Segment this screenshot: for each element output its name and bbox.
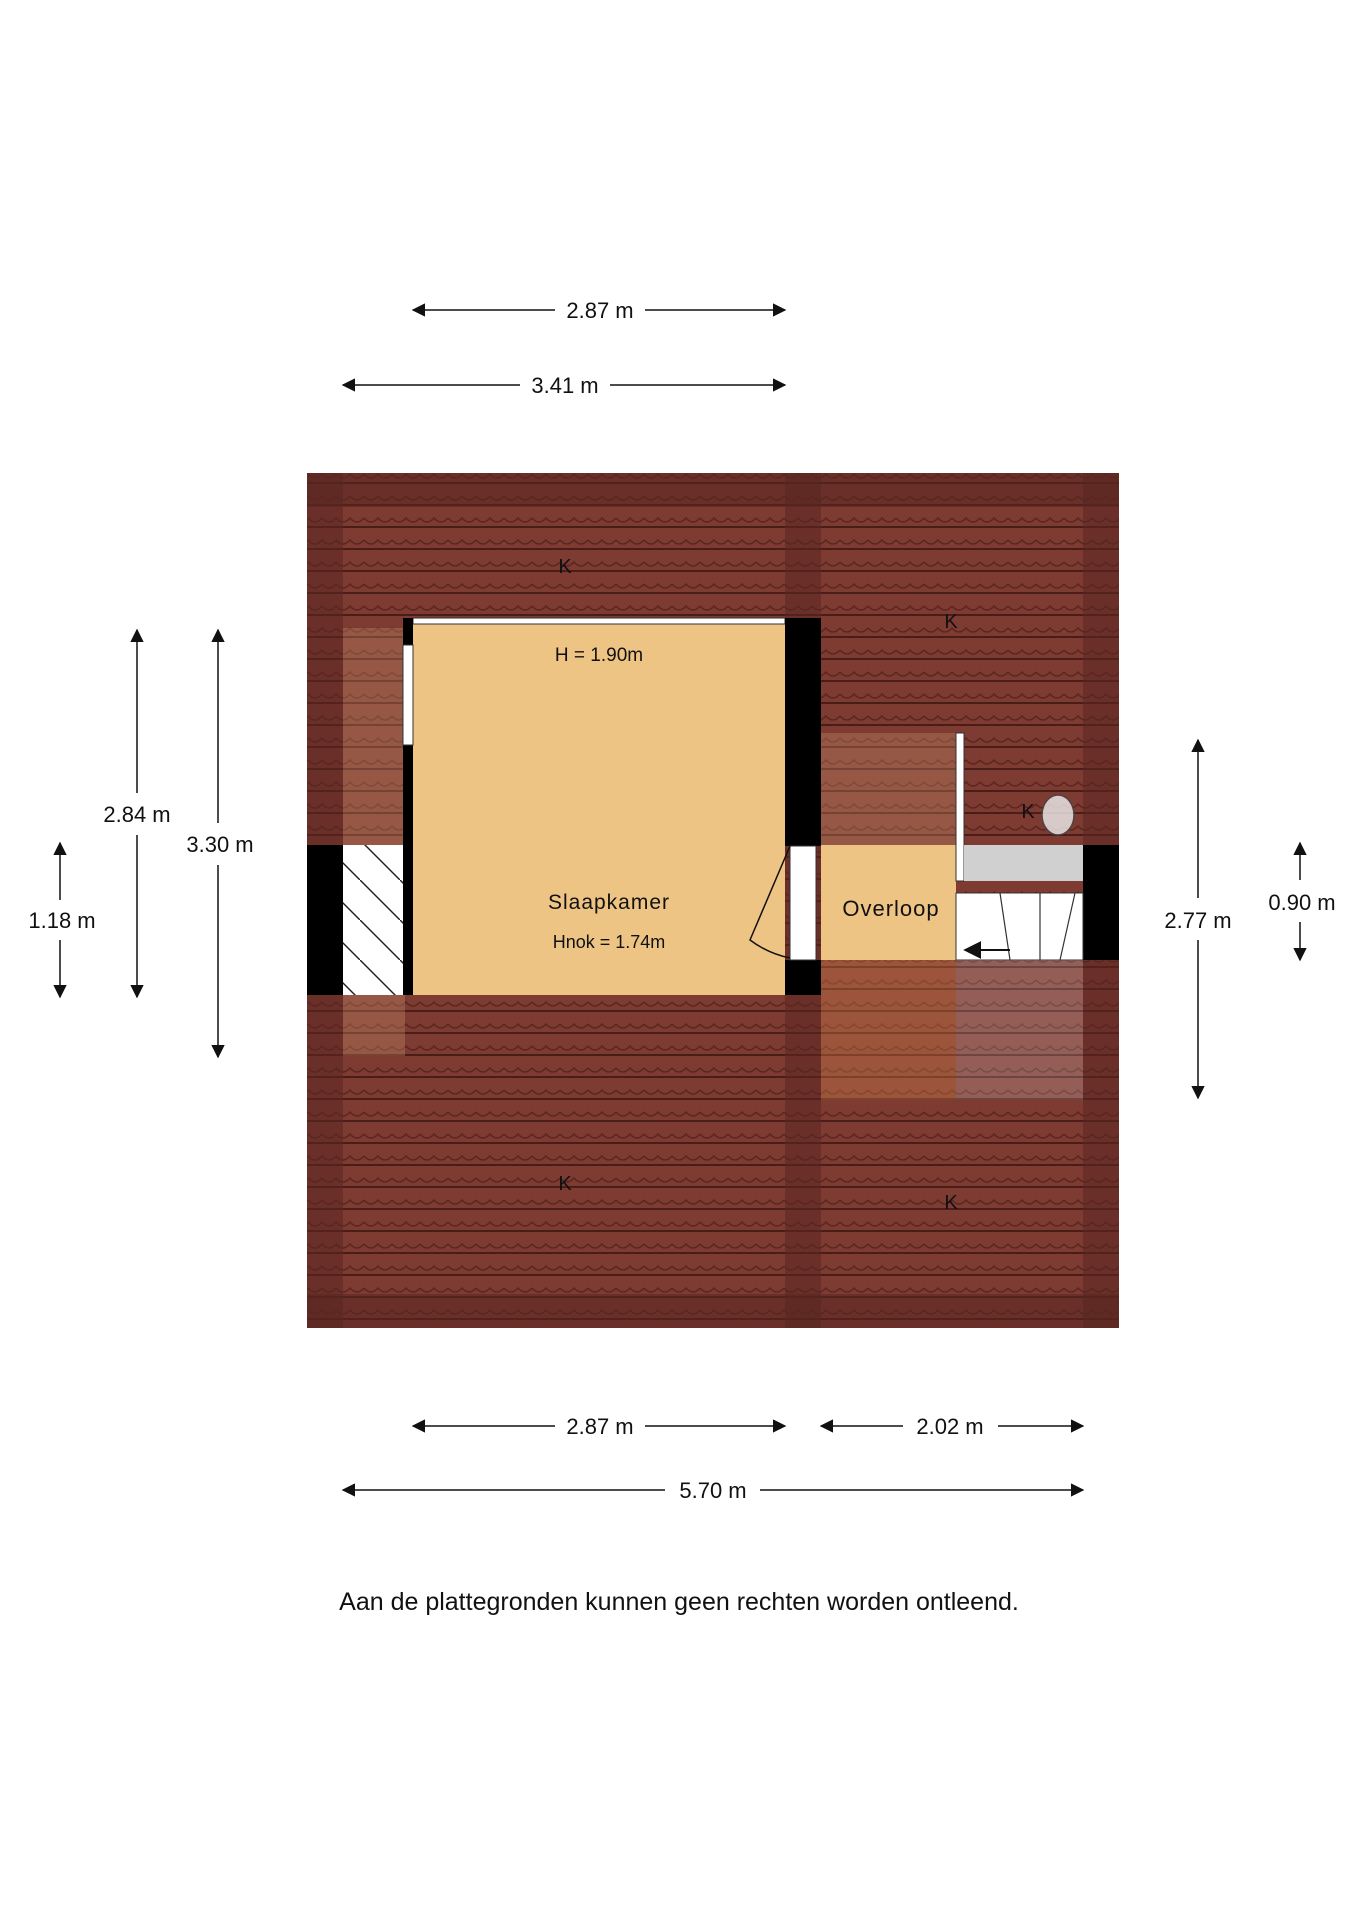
wall-gable-left-black — [307, 845, 343, 995]
roof-label: K — [944, 1192, 958, 1214]
dimension-bottom-total: 5.70 m — [341, 1478, 1085, 1503]
svg-text:1.18 m: 1.18 m — [28, 908, 95, 933]
svg-text:3.30 m: 3.30 m — [186, 832, 253, 857]
bathroom-floor — [964, 845, 1083, 881]
gable-left-stairwell — [343, 845, 403, 995]
door-frame — [789, 845, 817, 961]
bedroom-ceiling: Hnok = 1.74m — [553, 932, 666, 952]
roof-edge-top — [307, 473, 1119, 507]
svg-text:0.90 m: 0.90 m — [1268, 890, 1335, 915]
stair-treads — [999, 892, 1076, 961]
dimension-left-small: 1.18 m — [28, 841, 96, 999]
wall-bedroom-right-top — [785, 618, 821, 846]
svg-text:2.77 m: 2.77 m — [1164, 908, 1231, 933]
dimension-right-small: 0.90 m — [1268, 841, 1336, 962]
dimension-top-inner: 2.87 m — [411, 298, 787, 323]
dimension-right-large: 2.77 m — [1164, 738, 1232, 1100]
svg-text:2.02 m: 2.02 m — [916, 1414, 983, 1439]
toilet — [1041, 794, 1075, 836]
landing-floor — [821, 845, 956, 960]
landing-lower-overlay — [821, 960, 956, 1100]
bedroom-height-label: H = 1.90m — [555, 645, 643, 666]
door-swing — [749, 845, 791, 959]
dimension-bottom-left: 2.87 m — [411, 1414, 787, 1439]
dimension-left-mid: 2.84 m — [103, 628, 171, 999]
svg-text:3.41 m: 3.41 m — [531, 373, 598, 398]
wall-bedroom-right-bottom — [785, 960, 821, 995]
staircase-lower — [956, 960, 1083, 1100]
bathroom-wall — [955, 732, 965, 882]
roof-edge-bottom — [307, 1294, 1119, 1328]
svg-text:2.84 m: 2.84 m — [103, 802, 170, 827]
bedroom-floor — [413, 622, 785, 995]
roof-label: K — [944, 611, 958, 633]
disclaimer-text: Aan de plattegronden kunnen geen rechten… — [339, 1588, 1019, 1616]
dimension-bottom-right: 2.02 m — [819, 1414, 1085, 1439]
roof-label: K — [558, 1173, 572, 1195]
roof-label: K — [558, 556, 572, 578]
svg-text:5.70 m: 5.70 m — [679, 1478, 746, 1503]
svg-text:2.87 m: 2.87 m — [566, 1414, 633, 1439]
dimension-left-large: 3.30 m — [186, 628, 254, 1059]
svg-text:2.87 m: 2.87 m — [566, 298, 633, 323]
dimension-top-outer: 3.41 m — [341, 373, 787, 398]
roof-label: K — [1021, 801, 1035, 823]
wall-gable-right — [1083, 845, 1119, 960]
landing-name: Overloop — [842, 896, 939, 921]
bedroom-top-wall — [412, 617, 786, 625]
landing-upper-overlay — [821, 733, 956, 845]
bedroom-name: Slaapkamer — [548, 891, 670, 914]
window-left — [402, 644, 414, 746]
wall-bedroom-left — [403, 618, 413, 995]
